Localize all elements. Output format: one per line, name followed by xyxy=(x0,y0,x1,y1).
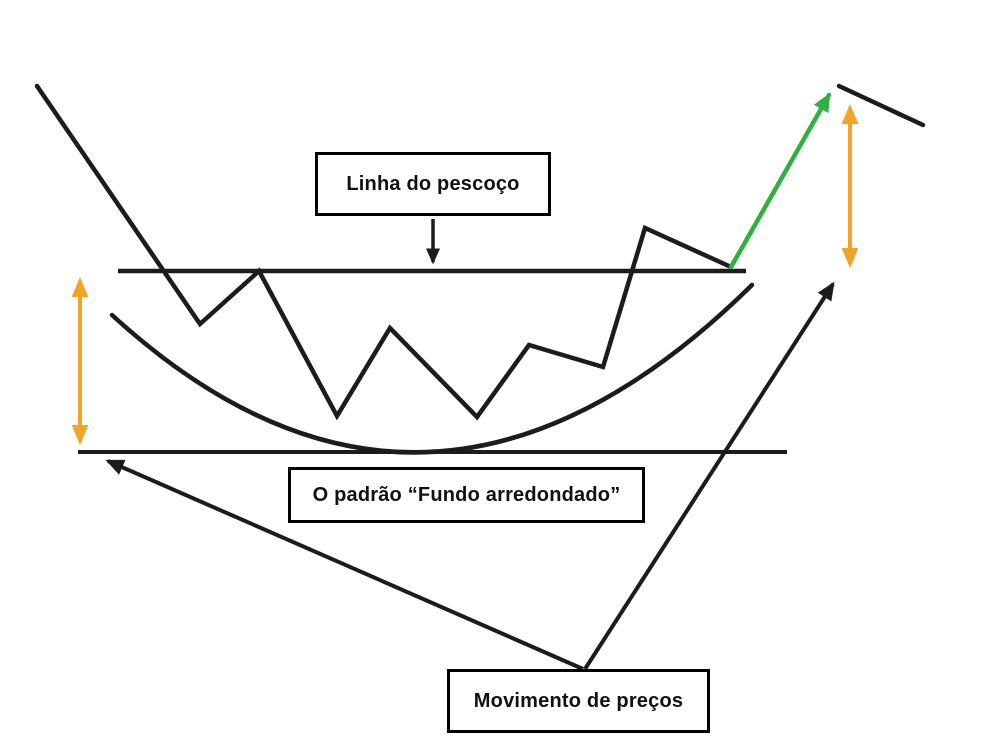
price-movement-pointer-left xyxy=(105,459,584,671)
neckline-label: Linha do pescoço xyxy=(346,173,520,195)
price-movement-label: Movimento de preços xyxy=(473,690,684,712)
pattern-label-box: O padrão “Fundo arredondado” xyxy=(288,467,645,523)
price-zigzag-line xyxy=(34,83,734,421)
price-movement-pointer-right xyxy=(583,281,835,671)
price-movement-label-box: Movimento de preços xyxy=(447,669,710,733)
breakout-arrow xyxy=(728,92,832,270)
neckline-label-box: Linha do pescoço xyxy=(315,152,551,216)
post-breakout-line xyxy=(836,83,926,128)
pattern-label: O padrão “Fundo arredondado” xyxy=(312,484,621,506)
